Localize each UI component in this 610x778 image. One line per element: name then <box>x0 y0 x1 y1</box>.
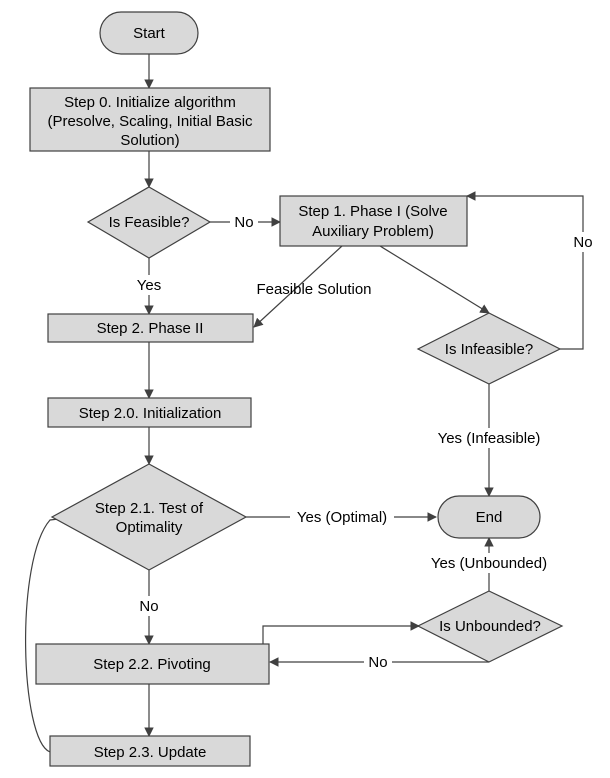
step0-box: Step 0. Initialize algorithm (Presolve, … <box>29 87 271 152</box>
step2_1-line1: Step 2.1. Test of <box>95 500 204 517</box>
step0-line3: Solution) <box>120 132 179 149</box>
step2_2-box: Step 2.2. Pivoting <box>35 643 270 685</box>
label-feasible-solution: Feasible Solution <box>256 281 371 298</box>
label-yes-infeasible: Yes (Infeasible) <box>438 430 541 447</box>
edge-step1-step2 <box>253 245 343 328</box>
step1-line2: Auxiliary Problem) <box>312 223 434 240</box>
step2-label: Step 2. Phase II <box>97 320 204 337</box>
end-node: End <box>437 495 541 539</box>
start-node: Start <box>99 11 199 55</box>
label-no-unbounded: No <box>368 654 387 671</box>
is-feasible-decision: Is Feasible? <box>86 186 212 259</box>
step2_0-label: Step 2.0. Initialization <box>79 405 222 422</box>
label-yes-unbounded: Yes (Unbounded) <box>431 555 547 572</box>
step1-line1: Step 1. Phase I (Solve <box>298 203 447 220</box>
is-infeasible-decision: Is Infeasible? <box>416 312 562 385</box>
step0-line1: Step 0. Initialize algorithm <box>64 94 236 111</box>
edges <box>24 54 584 753</box>
step0-line2: (Presolve, Scaling, Initial Basic <box>47 113 253 130</box>
step1-box: Step 1. Phase I (Solve Auxiliary Problem… <box>279 195 468 247</box>
start-label: Start <box>133 25 166 42</box>
is-unbounded-label: Is Unbounded? <box>439 618 541 635</box>
edge-step2_2-unbounded <box>262 621 420 644</box>
step2_3-box: Step 2.3. Update <box>49 735 251 767</box>
edge-step1-infeasible <box>379 245 490 314</box>
end-label: End <box>476 509 503 526</box>
label-no-infeasible: No <box>573 234 592 251</box>
step2_3-label: Step 2.3. Update <box>94 744 207 761</box>
step2_0-box: Step 2.0. Initialization <box>47 397 252 428</box>
label-no-optimality: No <box>139 598 158 615</box>
test-of-optimality-decision: Step 2.1. Test of Optimality <box>50 463 248 571</box>
label-yes-optimal: Yes (Optimal) <box>297 509 387 526</box>
label-no-feasible: No <box>234 214 253 231</box>
is-feasible-label: Is Feasible? <box>109 214 190 231</box>
step2_2-label: Step 2.2. Pivoting <box>93 656 211 673</box>
is-infeasible-label: Is Infeasible? <box>445 341 533 358</box>
label-yes-feasible: Yes <box>137 277 161 294</box>
is-unbounded-decision: Is Unbounded? <box>416 590 564 663</box>
step2_1-line2: Optimality <box>116 519 183 536</box>
step2-box: Step 2. Phase II <box>47 313 254 343</box>
edge-update-optimality <box>24 513 77 753</box>
edge-infeasible-step1 <box>466 191 584 350</box>
edge-labels: No Yes Feasible Solution No Yes (Infeasi… <box>132 212 598 672</box>
